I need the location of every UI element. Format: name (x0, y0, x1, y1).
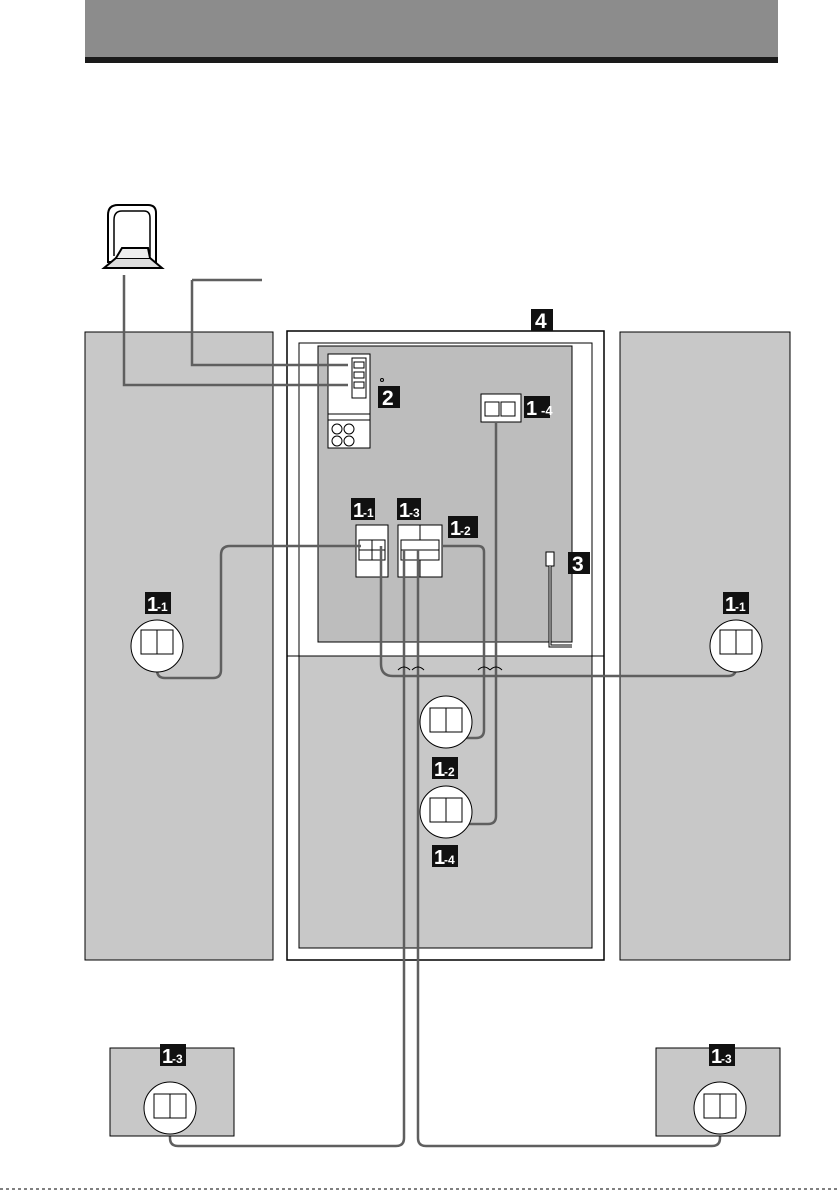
svg-text:1: 1 (526, 398, 537, 420)
svg-text:-3: -3 (172, 1052, 183, 1066)
svg-text:-4: -4 (541, 403, 553, 418)
callout-step-1-2-unit: 1 -2 (448, 516, 478, 540)
svg-text:-2: -2 (444, 765, 455, 779)
callout-step-1-1-right-speaker: 1 -1 (723, 592, 749, 616)
callout-step-1-3-unit: 1 -3 (397, 498, 421, 522)
callout-step-3: 3 (568, 552, 590, 576)
callout-step-2: 2 (378, 386, 400, 410)
callout-step-1-1-left-speaker: 1 -1 (145, 592, 171, 616)
svg-text:-3: -3 (721, 1052, 732, 1066)
svg-text:-1: -1 (157, 600, 168, 614)
svg-text:-3: -3 (409, 506, 420, 520)
callout-step-1-4-unit: 1 -4 (524, 396, 553, 420)
loop-antenna-icon (104, 205, 162, 268)
callout-step-4: 4 (531, 309, 553, 333)
svg-text:2: 2 (382, 387, 394, 410)
svg-text:-4: -4 (444, 853, 455, 867)
svg-text:-1: -1 (363, 506, 374, 520)
svg-text:3: 3 (572, 553, 584, 576)
callout-step-1-3-rear-left: 1 -3 (160, 1044, 186, 1068)
right-speaker-panel (620, 332, 790, 960)
svg-text:4: 4 (535, 310, 547, 333)
audio-jack-block (328, 414, 370, 448)
callout-step-1-1-unit: 1 -1 (351, 498, 375, 522)
svg-text:-1: -1 (735, 600, 746, 614)
callout-step-1-4-subwoofer: 1 -4 (432, 845, 458, 869)
unit-terminal-sub (481, 394, 521, 422)
svg-text:-2: -2 (460, 524, 471, 538)
header-rule (85, 57, 778, 63)
header-bar (85, 0, 778, 58)
unit-terminal-front (356, 525, 388, 577)
callout-step-1-2-center-speaker: 1 -2 (432, 757, 458, 781)
callout-step-1-3-rear-right: 1 -3 (709, 1044, 735, 1068)
